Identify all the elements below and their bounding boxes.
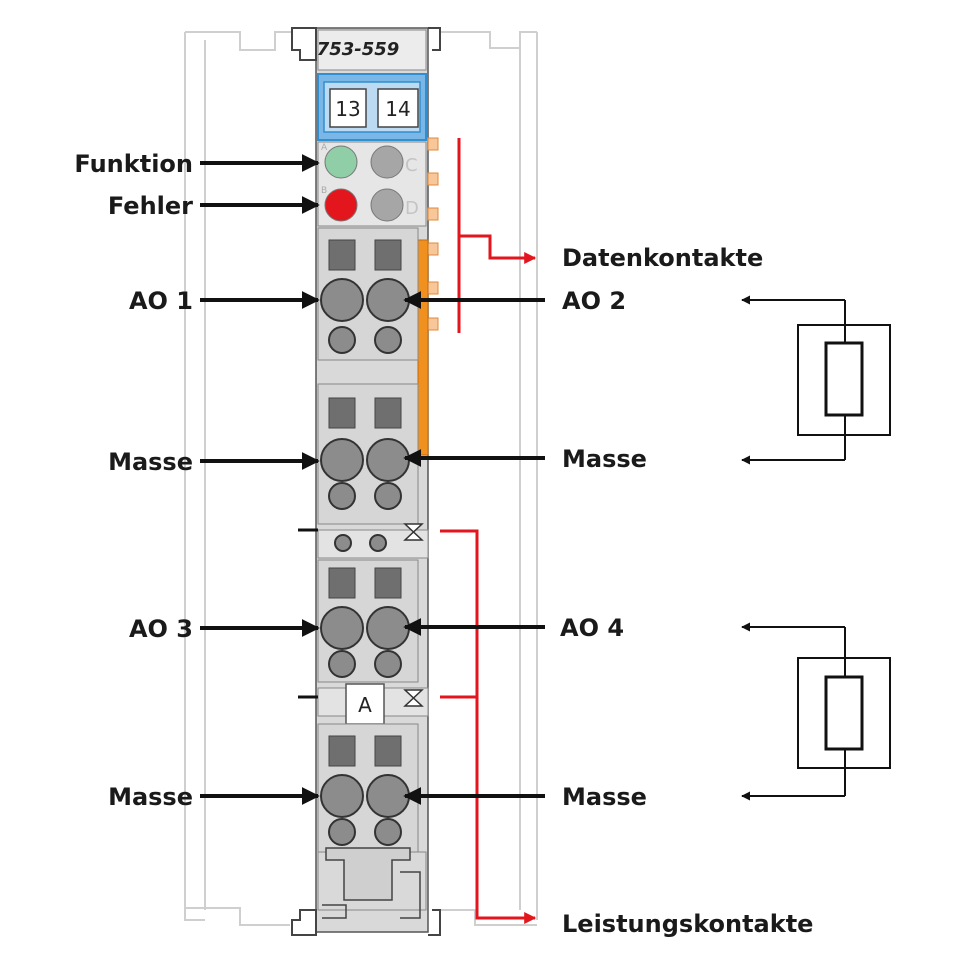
label-masse-right-1: Masse [562,445,647,473]
datenkontakte-bracket [457,138,537,333]
led-letter-a: A [321,143,328,153]
label-ao3: AO 3 [129,615,193,643]
led-letter-c: C [405,155,418,176]
power-contact-strip-1 [298,523,429,559]
marker-13: 13 [335,97,360,121]
led-a-green [324,145,358,179]
led-letter-b: B [321,186,327,196]
data-contacts [417,137,439,456]
label-fehler: Fehler [108,192,193,220]
load-circuit-2 [741,622,891,801]
label-masse-left-1: Masse [108,448,193,476]
label-masse-right-2: Masse [562,783,647,811]
terminal-block-2 [317,383,419,525]
led-letter-d: D [405,198,419,219]
marker-14: 14 [385,97,410,121]
label-leistungskontakte: Leistungskontakte [562,910,813,938]
label-funktion: Funktion [74,150,193,178]
model-label: 753-559 [317,39,400,60]
led-c-grey [370,145,404,179]
label-ao2: AO 2 [562,287,626,315]
label-ao4: AO 4 [560,614,624,642]
label-masse-left-2: Masse [108,783,193,811]
right-arrows [403,291,545,805]
marker-carrier [317,73,427,141]
terminal-block-4 [317,723,419,853]
led-panel [317,141,427,227]
led-d-grey [370,188,404,222]
left-arrows [200,154,320,805]
leistungskontakte-bracket [440,529,537,924]
neighbor-module-outlines [184,31,538,926]
label-ao1: AO 1 [129,287,193,315]
terminal-block-3 [317,559,419,683]
label-datenkontakte: Datenkontakte [562,244,763,272]
load-circuit-1 [741,295,891,465]
led-b-red [324,188,358,222]
release-latch [317,847,427,919]
terminal-block-1 [317,227,419,361]
id-tag-letter: A [358,693,372,717]
power-contact-strip-2 [298,683,429,725]
